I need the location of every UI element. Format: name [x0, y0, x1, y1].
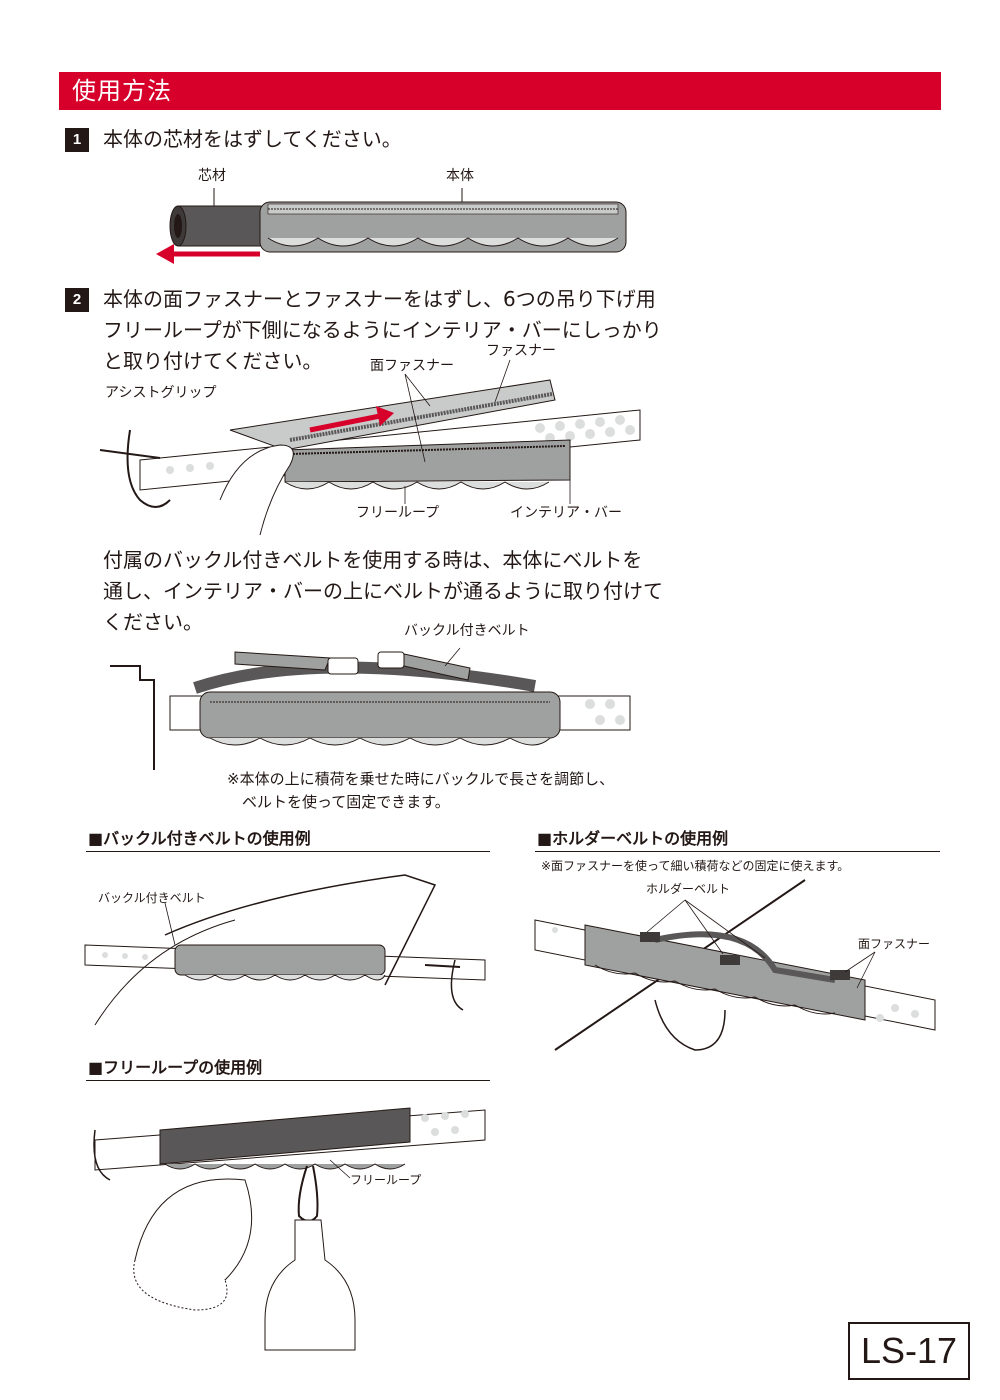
belt-note: ※本体の上に積荷を乗せた時にバックルで長さを調節し、 ベルトを使って固定できます… — [227, 770, 615, 811]
page-title: 使用方法 — [72, 77, 172, 105]
belt-instruction-text: 付属のバックル付きベルトを使用する時は、本体にベルトを 通し、インテリア・バーの… — [103, 548, 663, 634]
label-buckle-belt: バックル付きベルト — [404, 623, 530, 639]
example-holder-belt-title: ■ホルダーベルトの使用例 — [537, 829, 729, 848]
divider — [86, 1080, 490, 1081]
divider — [535, 851, 940, 852]
label-buckle-belt-example: バックル付きベルト — [98, 891, 206, 905]
illustration-holder-belt-example — [534, 879, 936, 1051]
label-assist-grip: アシストグリップ — [105, 385, 217, 401]
illustration-attach-to-bar — [99, 359, 641, 536]
label-zipper: ファスナー — [486, 343, 556, 359]
step-2-text: 本体の面ファスナーとファスナーをはずし、6つの吊り下げ用 フリーループが下側にな… — [103, 287, 662, 373]
label-holder-velcro: 面ファスナー — [858, 937, 931, 951]
label-body: 本体 — [446, 168, 474, 184]
divider — [86, 851, 490, 852]
example-free-loop-title: ■フリーループの使用例 — [88, 1058, 263, 1077]
illustration-buckle-belt — [110, 647, 631, 770]
label-free-loop-example: フリーループ — [350, 1173, 422, 1187]
illustration-buckle-belt-example — [84, 874, 486, 1026]
holder-belt-note: ※面ファスナーを使って細い積荷などの固定に使えます。 — [541, 859, 850, 873]
label-velcro: 面ファスナー — [370, 358, 454, 374]
label-free-loop: フリーループ — [356, 505, 440, 521]
step-1-text: 本体の芯材をはずしてください。 — [103, 127, 402, 151]
label-interior-bar: インテリア・バー — [510, 505, 622, 521]
label-core: 芯材 — [198, 168, 226, 184]
illustration-free-loop-example — [93, 1107, 486, 1351]
illustration-remove-core — [156, 188, 627, 264]
step-2-number: 2 — [65, 288, 89, 312]
section-header-bar — [59, 72, 941, 110]
model-number: LS-17 — [848, 1322, 970, 1380]
step-1-number: 1 — [65, 128, 89, 152]
label-holder-belt: ホルダーベルト — [646, 882, 731, 896]
example-buckle-belt-title: ■バックル付きベルトの使用例 — [88, 829, 311, 848]
